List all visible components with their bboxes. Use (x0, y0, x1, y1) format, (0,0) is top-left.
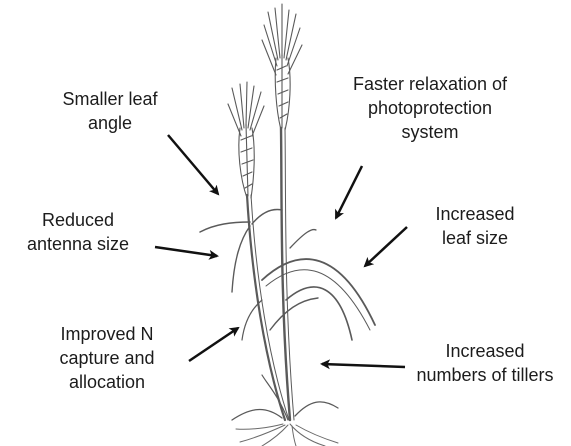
wheat-plant-sketch (200, 4, 375, 446)
wheat-ear-short (228, 82, 264, 198)
arrow-antenna (155, 247, 217, 256)
leaf-upper-left (200, 222, 250, 232)
label-line: photoprotection (325, 96, 535, 120)
label-smaller-leaf-angle: Smaller leaf angle (50, 87, 170, 135)
arrow-tillers (322, 364, 405, 367)
label-line: allocation (42, 370, 172, 394)
arrow-leaf-angle (168, 135, 218, 194)
label-line: Smaller leaf (50, 87, 170, 111)
leaf-hang (290, 230, 316, 248)
arrow-nitrogen (189, 328, 238, 361)
leaf-lower (270, 298, 318, 330)
leaf-upper-left-2 (232, 226, 250, 292)
base-leaf (232, 410, 282, 420)
arrow-leaf-size (365, 227, 407, 266)
label-line: Reduced (8, 208, 148, 232)
label-line: Increased (400, 339, 570, 363)
label-line: Faster relaxation of (325, 72, 535, 96)
label-line: Improved N (42, 322, 172, 346)
label-increased-leaf-size: Increased leaf size (415, 202, 535, 250)
label-line: angle (50, 111, 170, 135)
roots (236, 424, 338, 446)
label-reduced-antenna-size: Reduced antenna size (8, 208, 148, 256)
base-leaf (295, 402, 338, 416)
label-line: system (325, 120, 535, 144)
wheat-ear-tall (262, 4, 302, 130)
label-line: leaf size (415, 226, 535, 250)
label-increased-tillers: Increased numbers of tillers (400, 339, 570, 387)
label-photoprotection: Faster relaxation of photoprotection sys… (325, 72, 535, 144)
label-improved-n-capture: Improved N capture and allocation (42, 322, 172, 394)
leaf-mid-right (286, 287, 352, 340)
label-line: antenna size (8, 232, 148, 256)
leaf-big-right (262, 259, 375, 325)
label-line: capture and (42, 346, 172, 370)
label-line: numbers of tillers (400, 363, 570, 387)
leaf-upper-right (252, 210, 282, 224)
arrow-photoprotection (336, 166, 362, 218)
label-line: Increased (415, 202, 535, 226)
